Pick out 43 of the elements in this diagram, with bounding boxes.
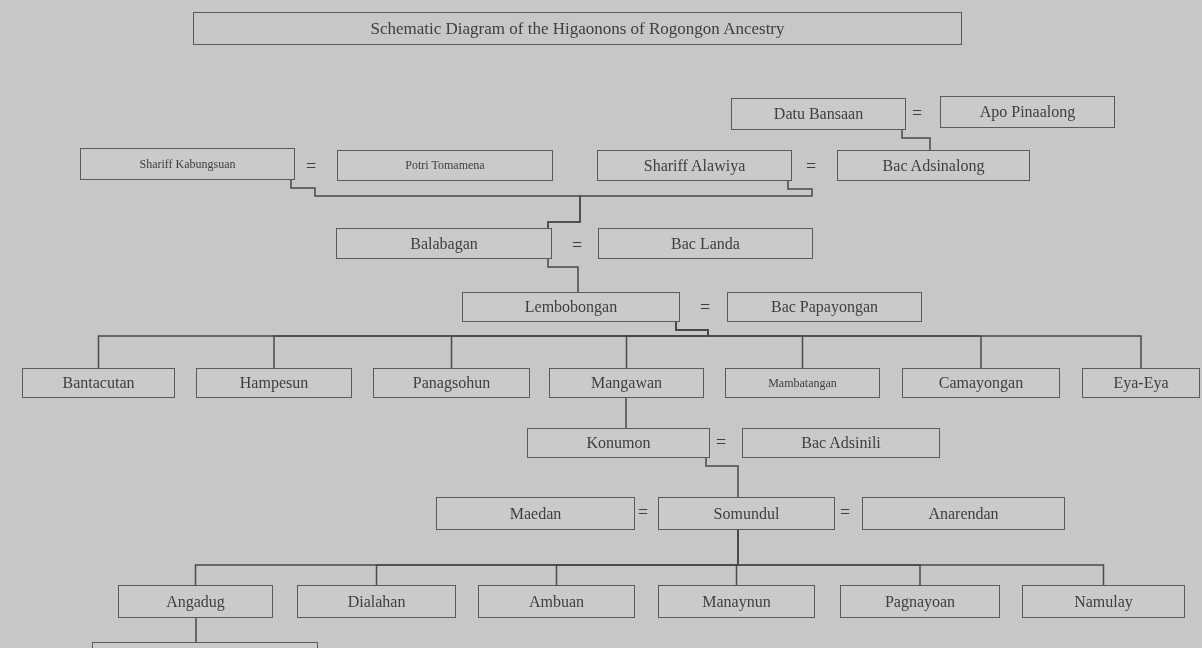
- marriage-sign: =: [806, 157, 817, 175]
- marriage-sign: =: [572, 236, 583, 254]
- marriage-sign: =: [912, 104, 923, 122]
- person-box: Ambuan: [478, 585, 635, 618]
- person-box: Shariff Kabungsuan: [80, 148, 295, 180]
- marriage-sign: =: [700, 298, 711, 316]
- person-box: Bac Landa: [598, 228, 813, 259]
- person-box: Angadug: [118, 585, 273, 618]
- person-box: Shariff Alawiya: [597, 150, 792, 181]
- person-box: Potri Tomamena: [337, 150, 553, 181]
- person-box: Bac Adsinalong: [837, 150, 1030, 181]
- person-box: Mambatangan: [725, 368, 880, 398]
- diagram-title: Schematic Diagram of the Higaonons of Rogongon Ancestry: [193, 12, 962, 45]
- person-box: Camayongan: [902, 368, 1060, 398]
- person-box: Bac Adsinili: [742, 428, 940, 458]
- person-box: Apo Pinaalong: [940, 96, 1115, 128]
- person-box: Namulay: [1022, 585, 1185, 618]
- person-box: Anarendan: [862, 497, 1065, 530]
- person-box: Mangawan: [549, 368, 704, 398]
- person-box: Dialahan: [297, 585, 456, 618]
- connector-line: [547, 258, 579, 293]
- person-box: Somundul: [658, 497, 835, 530]
- person-box: Datu Bansaan: [731, 98, 906, 130]
- marriage-sign: =: [840, 503, 851, 521]
- person-box: Balabagan: [336, 228, 552, 259]
- marriage-sign: =: [716, 433, 727, 451]
- person-box: Eya-Eya: [1082, 368, 1200, 398]
- marriage-sign: =: [306, 157, 317, 175]
- person-box: Hampesun: [196, 368, 352, 398]
- person-box: Pagnayoan: [840, 585, 1000, 618]
- person-box: Manaynun: [658, 585, 815, 618]
- connector-line: [547, 180, 813, 229]
- connector-line: [705, 457, 739, 498]
- person-box: Panagsohun: [373, 368, 530, 398]
- connector-line: [901, 129, 931, 151]
- connector-line: [195, 617, 197, 643]
- marriage-sign: =: [638, 503, 649, 521]
- person-box: Bantacutan: [22, 368, 175, 398]
- person-box: Lembobongan: [462, 292, 680, 322]
- person-box: Maedan: [436, 497, 635, 530]
- person-box: Konumon: [527, 428, 710, 458]
- connector-line: [625, 397, 627, 429]
- person-box: Bac Papayongan: [727, 292, 922, 322]
